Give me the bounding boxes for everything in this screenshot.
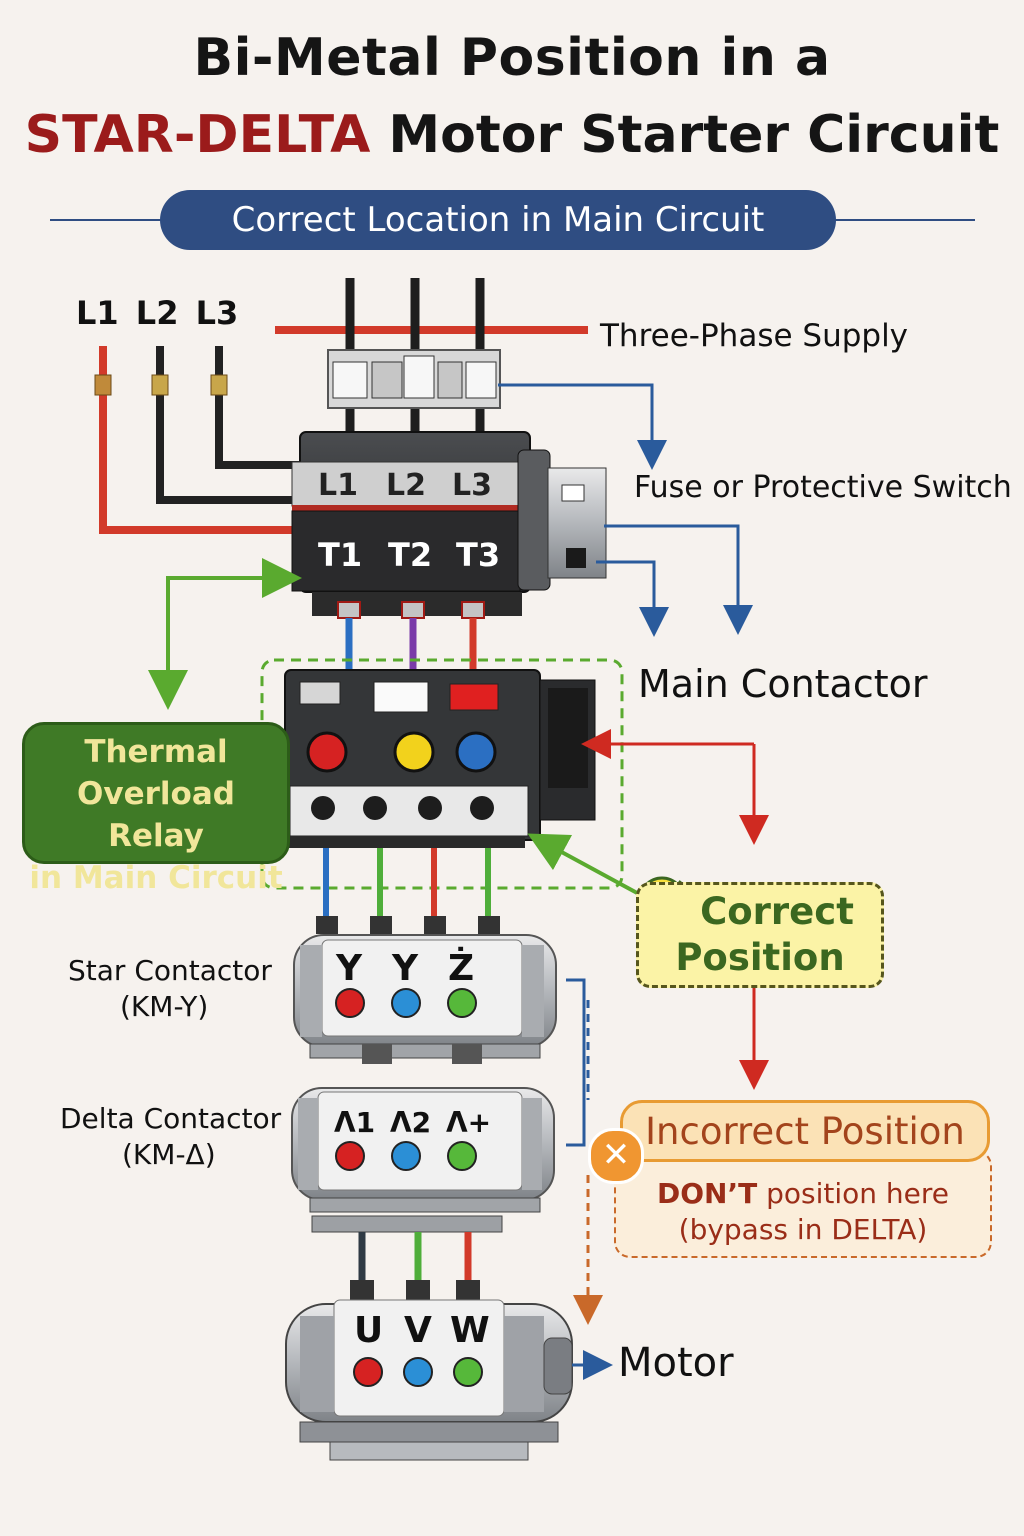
motor-terminal-w: W [450, 1310, 490, 1351]
motor-terminal-v: V [404, 1310, 432, 1351]
terminal-t1: T1 [318, 536, 363, 574]
correct-line-2: Position [675, 936, 845, 979]
thermal-line-1: Thermal [84, 734, 228, 770]
incorrect-position-title: Incorrect Position [620, 1100, 990, 1162]
fuse-block [327, 349, 501, 409]
thermal-line-3: in Main Circuit [29, 860, 283, 896]
fuse-label: Fuse or Protective Switch [634, 470, 1012, 505]
star-dots [335, 988, 477, 1018]
incorrect-line-1: DON’T position here [616, 1176, 990, 1212]
phase-labels: L1 L2 L3 [76, 294, 239, 332]
terminal-l3: L3 [452, 468, 492, 503]
incorrect-dont: DON’T [656, 1177, 758, 1210]
star-contactor-code: (KM-Y) [120, 990, 209, 1023]
blue-arrows [498, 383, 753, 1380]
delta-contactor-label: Delta Contactor [60, 1102, 282, 1135]
main-contactor-label: Main Contactor [638, 662, 928, 706]
motor-label: Motor [618, 1340, 734, 1386]
title-rest: Motor Starter Circuit [370, 105, 1000, 165]
incorrect-position-details: DON’T position here (bypass in DELTA) [614, 1150, 992, 1258]
delta-output-wires [350, 1232, 480, 1302]
close-x-icon: ✕ [588, 1128, 644, 1184]
delta-contactor-code: (KM-Δ) [122, 1138, 216, 1171]
thermal-overload-callout: Thermal Overload Relay in Main Circuit [22, 722, 290, 896]
motor-terminal-u: U [354, 1310, 384, 1351]
star-terminal-3: Ż [448, 948, 475, 989]
terminal-t2: T2 [388, 536, 433, 574]
red-arrows [581, 729, 769, 1090]
terminal-t3: T3 [456, 536, 501, 574]
star-contactor-label: Star Contactor [68, 954, 272, 987]
title-line-2: STAR-DELTA Motor Starter Circuit [0, 105, 1024, 165]
terminal-l2: L2 [386, 468, 426, 503]
correct-line-1: Correct [700, 890, 854, 933]
delta-terminal-2: Λ2 [390, 1106, 432, 1139]
title-accent: STAR-DELTA [24, 105, 371, 165]
contactor-output-wires [337, 601, 485, 672]
incorrect-line-2: (bypass in DELTA) [678, 1213, 928, 1246]
green-arrows [148, 558, 651, 902]
relay-output-wires [316, 848, 500, 934]
delta-terminal-3: Λ+ [446, 1106, 492, 1139]
terminal-l1: L1 [318, 468, 358, 503]
star-terminal-1: Y [336, 948, 363, 989]
star-contactor-device [293, 934, 557, 1064]
delta-dots [335, 1141, 477, 1171]
main-contactor-device [291, 431, 607, 616]
relay-dials [306, 731, 497, 820]
delta-terminal-1: Λ1 [334, 1106, 376, 1139]
feeder-wires [94, 346, 300, 534]
title-line-1: Bi-Metal Position in a [193, 28, 831, 88]
star-terminal-2: Y [392, 948, 419, 989]
motor-dots [353, 1357, 483, 1387]
thermal-line-2: Overload Relay [77, 776, 235, 854]
incorrect-line-1-rest: position here [757, 1177, 950, 1210]
supply-label: Three-Phase Supply [600, 318, 909, 354]
correct-position-callout: Correct Position [636, 882, 884, 988]
section-banner: Correct Location in Main Circuit [160, 190, 836, 250]
